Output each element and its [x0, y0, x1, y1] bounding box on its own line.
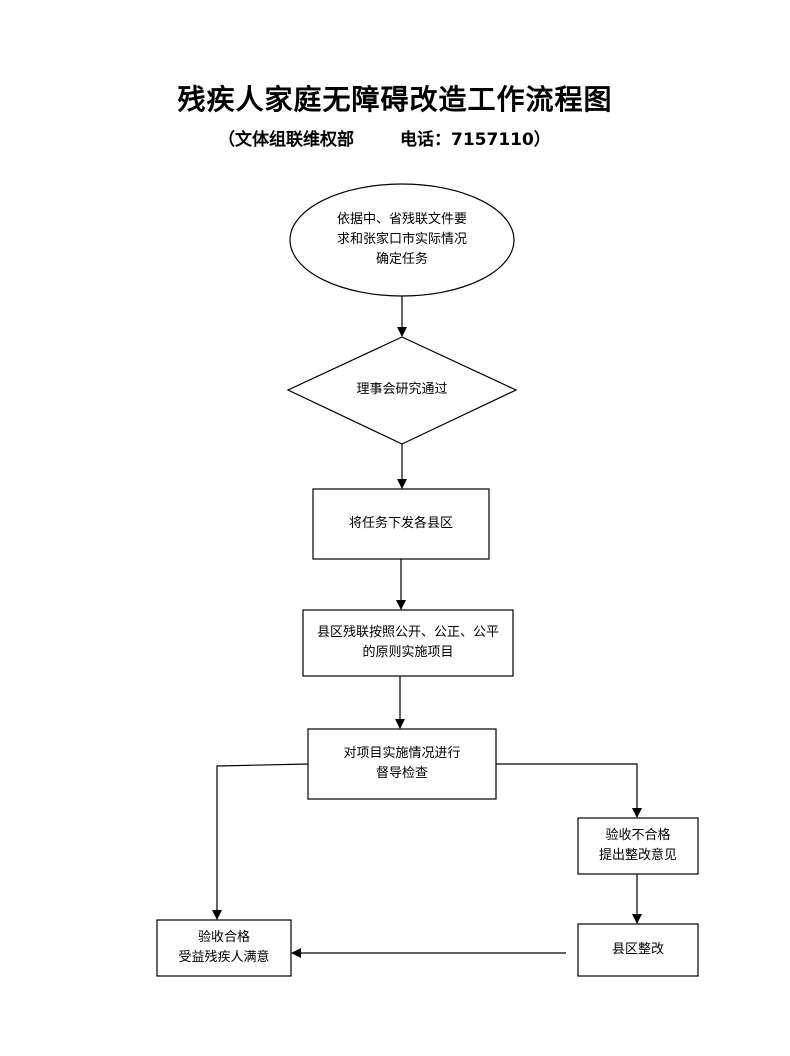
decision-node: 理事会研究通过	[310, 376, 494, 404]
fail-text: 验收不合格 提出整改意见	[598, 828, 677, 863]
implement-text: 县区残联按照公开、公正、公平 的原则实施项目	[316, 625, 499, 660]
arrow-supervise-to-pass	[212, 763, 309, 920]
assign-box	[312, 488, 490, 560]
assign-node: 将任务下发各县区	[313, 489, 489, 559]
department-label: （文体组联维权部	[218, 130, 354, 150]
rectify-box	[577, 923, 699, 977]
arrow-supervise-to-fail	[496, 763, 642, 818]
phone-label: 电话：7157110）	[400, 130, 551, 150]
contact-line: （文体组联维权部 电话：7157110）	[218, 126, 618, 154]
pass-node: 验收合格 受益残疾人满意	[157, 920, 291, 976]
implement-node: 县区残联按照公开、公正、公平 的原则实施项目	[303, 610, 513, 676]
pass-text: 验收合格 受益残疾人满意	[178, 930, 270, 965]
supervise-text: 对项目实施情况进行 督导检查	[343, 746, 461, 781]
rectify-text: 县区整改	[611, 942, 664, 957]
implement-box	[302, 609, 514, 677]
fail-box	[577, 817, 699, 875]
fail-node: 验收不合格 提出整改意见	[578, 818, 698, 874]
rectify-node: 县区整改	[578, 924, 698, 976]
decision-text: 理事会研究通过	[356, 382, 448, 397]
start-text: 依据中、省残联文件要 求和张家口市实际情况 确定任务	[336, 212, 467, 267]
page-title: 残疾人家庭无障碍改造工作流程图	[177, 83, 613, 116]
start-node: 依据中、省残联文件要 求和张家口市实际情况 确定任务	[300, 190, 504, 290]
supervise-node: 对项目实施情况进行 督导检查	[308, 729, 496, 799]
assign-text: 将任务下发各县区	[348, 516, 453, 531]
